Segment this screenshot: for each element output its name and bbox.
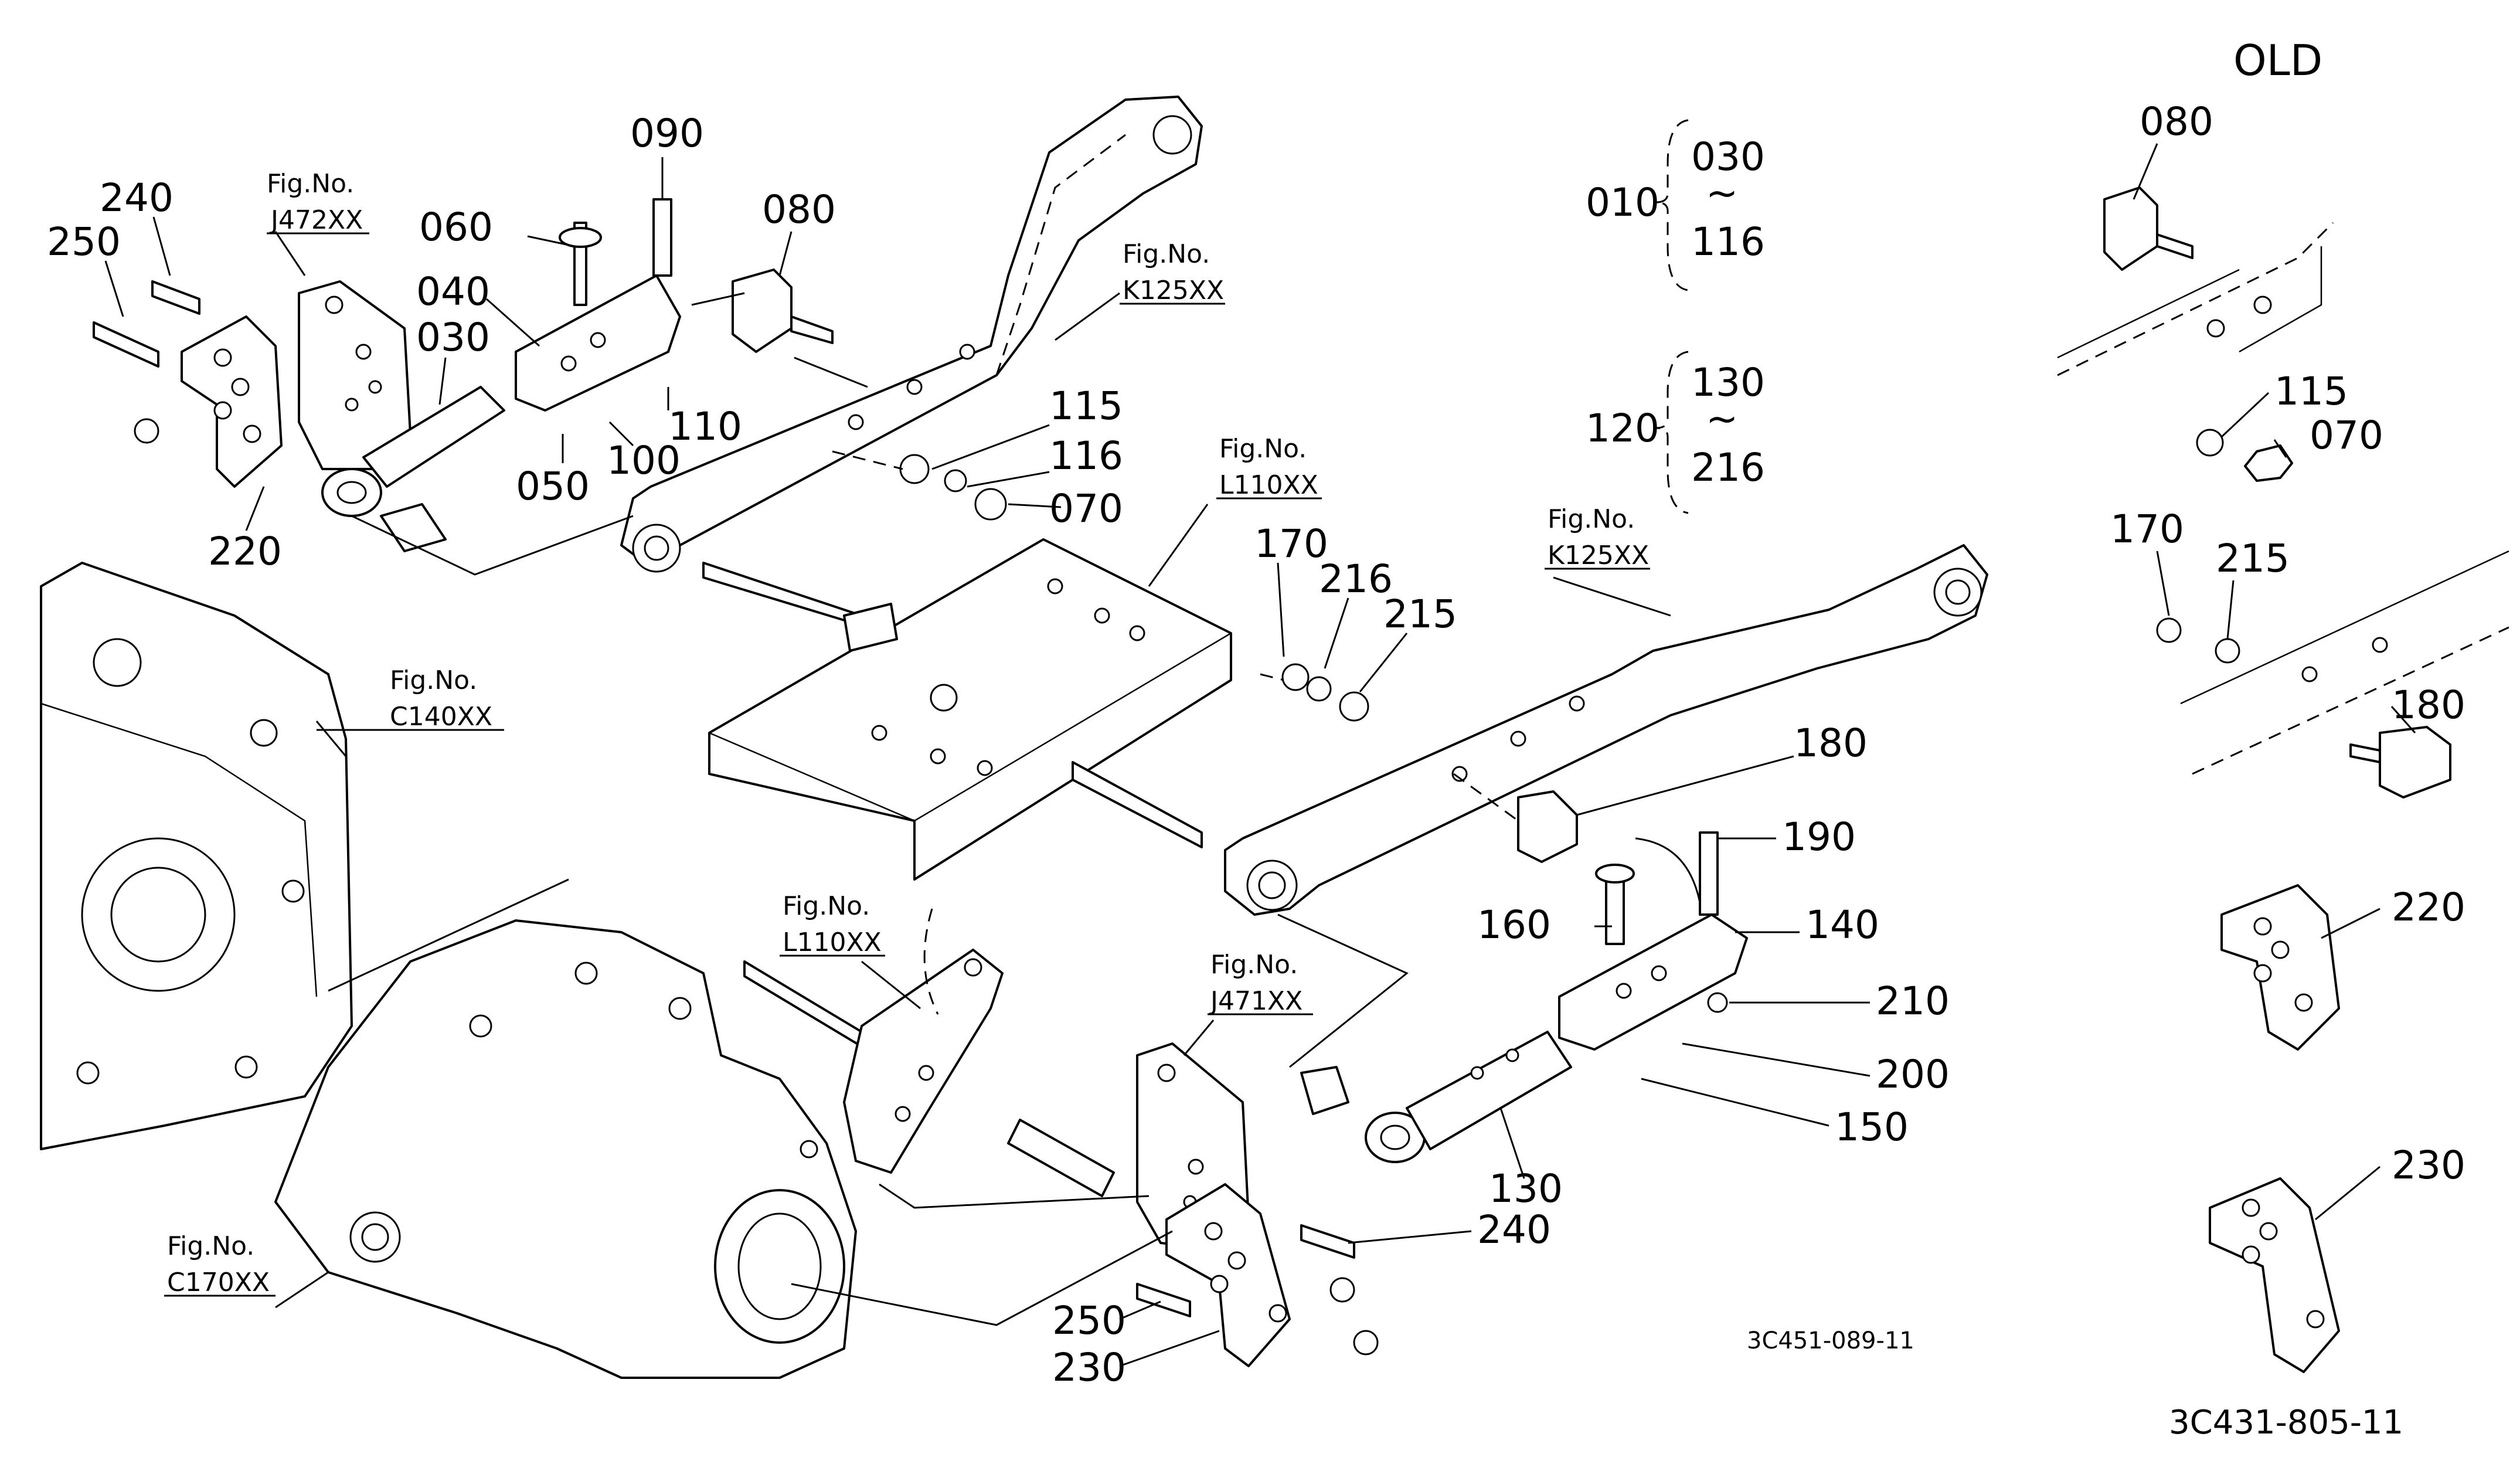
check-link-upper	[93, 198, 1007, 552]
check-link-lower	[1281, 663, 1748, 1163]
callout-250b: 250	[1052, 1298, 1126, 1343]
figref-j472-line1: Fig.No.	[267, 169, 354, 199]
figref-l110a-line1: Fig.No.	[1219, 434, 1307, 464]
callout-080b: 080	[2140, 99, 2213, 144]
figref-j471-line1: Fig.No.	[1210, 950, 1298, 980]
callout-170a: 170	[1254, 521, 1328, 566]
figref-c140-line2: C140XX	[390, 702, 492, 732]
figref-k125a-line2: K125XX	[1123, 276, 1224, 305]
figref-j472-line2: J472XX	[269, 205, 363, 235]
callout-labels: OLD 240 250 Fig.No. J472XX 060 090 080 0…	[47, 36, 2465, 1442]
callout-220b: 220	[2392, 885, 2465, 930]
callout-130: 130	[1489, 1166, 1563, 1211]
drawing-code-main: 3C451-089-11	[1747, 1327, 1914, 1354]
group-010-to: 116	[1691, 219, 1765, 264]
group-120-parent: 120	[1586, 406, 1659, 451]
figref-l110b-line1: Fig.No.	[783, 891, 870, 921]
callout-090: 090	[630, 111, 704, 156]
figref-c140-line1: Fig.No.	[390, 665, 477, 695]
callout-190: 190	[1782, 814, 1856, 860]
callout-220a: 220	[208, 529, 282, 574]
callout-115b: 115	[2274, 369, 2348, 414]
group-010-from: 030	[1691, 134, 1765, 179]
callout-240b: 240	[1477, 1207, 1551, 1252]
callout-060: 060	[419, 205, 493, 250]
callout-115a: 115	[1049, 383, 1123, 429]
housing-c140	[40, 562, 353, 1150]
bracket-j471	[843, 949, 1379, 1367]
old-section-parts	[2057, 186, 2509, 1373]
callout-080a: 080	[762, 187, 836, 232]
callout-215a: 215	[1383, 592, 1457, 637]
figref-l110b-line2: L110XX	[783, 928, 882, 957]
old-label: OLD	[2233, 36, 2322, 85]
callout-116: 116	[1049, 433, 1123, 478]
callout-140: 140	[1805, 902, 1879, 947]
callout-030: 030	[416, 315, 490, 360]
callout-110: 110	[668, 404, 742, 449]
figref-j471-line2: J471XX	[1209, 986, 1302, 1016]
assembly-lines	[328, 292, 1701, 1326]
pins-shafts	[702, 562, 1203, 1197]
group-120-tilde: ~	[1706, 396, 1738, 441]
callout-070a: 070	[1049, 486, 1123, 531]
figref-l110a-line2: L110XX	[1219, 470, 1318, 500]
figref-c170-line1: Fig.No.	[167, 1231, 254, 1261]
callout-040: 040	[416, 269, 490, 314]
lower-link-right	[1224, 544, 1988, 916]
callout-100: 100	[607, 438, 681, 483]
callout-050: 050	[516, 464, 590, 509]
callout-230a: 230	[1052, 1345, 1126, 1390]
lower-link-left	[620, 96, 1203, 573]
group-010-parent: 010	[1586, 180, 1659, 225]
callout-150: 150	[1835, 1105, 1909, 1150]
group-010-tilde: ~	[1706, 171, 1738, 216]
callout-250a: 250	[47, 219, 121, 264]
callout-160: 160	[1477, 902, 1551, 947]
callout-180b: 180	[2392, 682, 2465, 728]
group-120-to: 216	[1691, 445, 1765, 490]
drawing-code-old: 3C431-805-11	[2169, 1404, 2403, 1442]
figref-k125b-line2: K125XX	[1548, 541, 1649, 570]
callout-230b: 230	[2392, 1143, 2465, 1188]
figref-k125a-line1: Fig.No.	[1123, 239, 1210, 269]
callout-070b: 070	[2310, 413, 2383, 458]
callout-240a: 240	[100, 175, 174, 220]
callout-216: 216	[1319, 556, 1393, 602]
callout-180a: 180	[1794, 721, 1868, 766]
callout-170b: 170	[2110, 507, 2184, 552]
callout-200: 200	[1876, 1052, 1950, 1097]
figref-c170-line2: C170XX	[167, 1268, 270, 1297]
housing-c170	[274, 919, 857, 1379]
figref-k125b-line1: Fig.No.	[1548, 504, 1635, 534]
leader-lines	[104, 143, 2416, 1367]
callout-215b: 215	[2216, 536, 2290, 581]
group-120-from: 130	[1691, 360, 1765, 405]
group-brackets	[1655, 119, 1689, 514]
callout-210: 210	[1876, 979, 1950, 1024]
